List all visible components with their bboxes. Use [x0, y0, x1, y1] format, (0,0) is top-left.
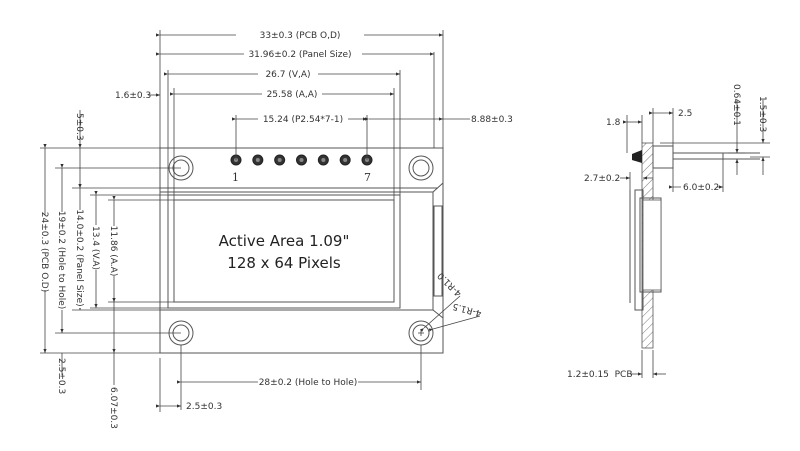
- pcb-outline: [159, 147, 444, 354]
- viewing-area: [167, 194, 401, 309]
- front-view: 1 7 Active Area 1.09" 128 x 64 Pixels 33…: [39, 29, 513, 429]
- dim-va-width: 26.7 (V,A): [265, 70, 310, 80]
- dim-panel-height: 14.0±0.2 (Panel Size): [74, 209, 84, 306]
- dim-hole-edge-x: 2.5±0.3: [186, 402, 222, 412]
- side-dim-6: 6.0±0.2: [683, 183, 719, 193]
- side-dim-4: 1.5±0.3: [757, 96, 767, 132]
- pin-hole: [277, 158, 282, 162]
- dim-va-height: 13.4 (V.A): [90, 226, 100, 270]
- dim-panel-width: 31.96±0.2 (Panel Size): [248, 50, 351, 60]
- side-dim-1: 1.8: [606, 118, 621, 128]
- pin-header: [230, 154, 373, 166]
- dim-aa-height: 11.86 (A.A): [108, 226, 118, 277]
- mounting-hole-tr: [408, 155, 434, 181]
- side-dim-3: 0.64±0.1: [731, 84, 741, 126]
- radius-note-r2: 4-R1.5: [452, 300, 483, 317]
- dim-hole-edge-y: 2.5±0.3: [56, 358, 66, 394]
- pin-hole: [299, 158, 304, 162]
- dim-hole-to-hole-width: 28±0.2 (Hole to Hole): [259, 378, 358, 388]
- dim-pcb-od-height: 24±0.3 (PCB O.D): [39, 212, 49, 292]
- mounting-hole-br: [408, 320, 434, 346]
- dim-hole-to-hole-height: 19±0.2 (Hole to Hole): [56, 211, 66, 310]
- dim-bottom-offset: 6.07±0.3: [108, 387, 118, 429]
- pin-label-first: 1: [232, 171, 239, 184]
- side-dim-5: 2.7±0.2: [584, 174, 620, 184]
- side-view: 1.8 2.5 0.64±0.1 1.5±0.3 2.7±0.2 6.0±0.2…: [567, 84, 770, 380]
- radius-note-r1: 4-R1.0: [436, 270, 464, 298]
- pin-hole: [321, 158, 326, 162]
- side-dim-2: 2.5: [678, 109, 692, 119]
- dim-pin-pitch: 15.24 (P2.54*7-1): [263, 115, 343, 125]
- pin-hole: [343, 158, 348, 162]
- pin-label-last: 7: [364, 171, 371, 184]
- active-area-pixels: 128 x 64 Pixels: [227, 254, 341, 272]
- active-area: [173, 199, 395, 303]
- active-area-title: Active Area 1.09": [219, 232, 350, 250]
- panel-outline: [160, 191, 434, 311]
- dim-left-offset: 1.6±0.3: [115, 91, 151, 101]
- side-dim-pcb-thickness: 1.2±0.15 PCB: [567, 370, 633, 380]
- dim-top-offset: 5±0.3: [74, 113, 84, 141]
- dim-pin-right-offset: 8.88±0.3: [471, 115, 513, 125]
- pin-hole: [255, 158, 260, 162]
- dim-pcb-od-width: 33±0.3 (PCB O,D): [260, 31, 341, 41]
- dim-aa-width: 25.58 (A,A): [267, 90, 318, 100]
